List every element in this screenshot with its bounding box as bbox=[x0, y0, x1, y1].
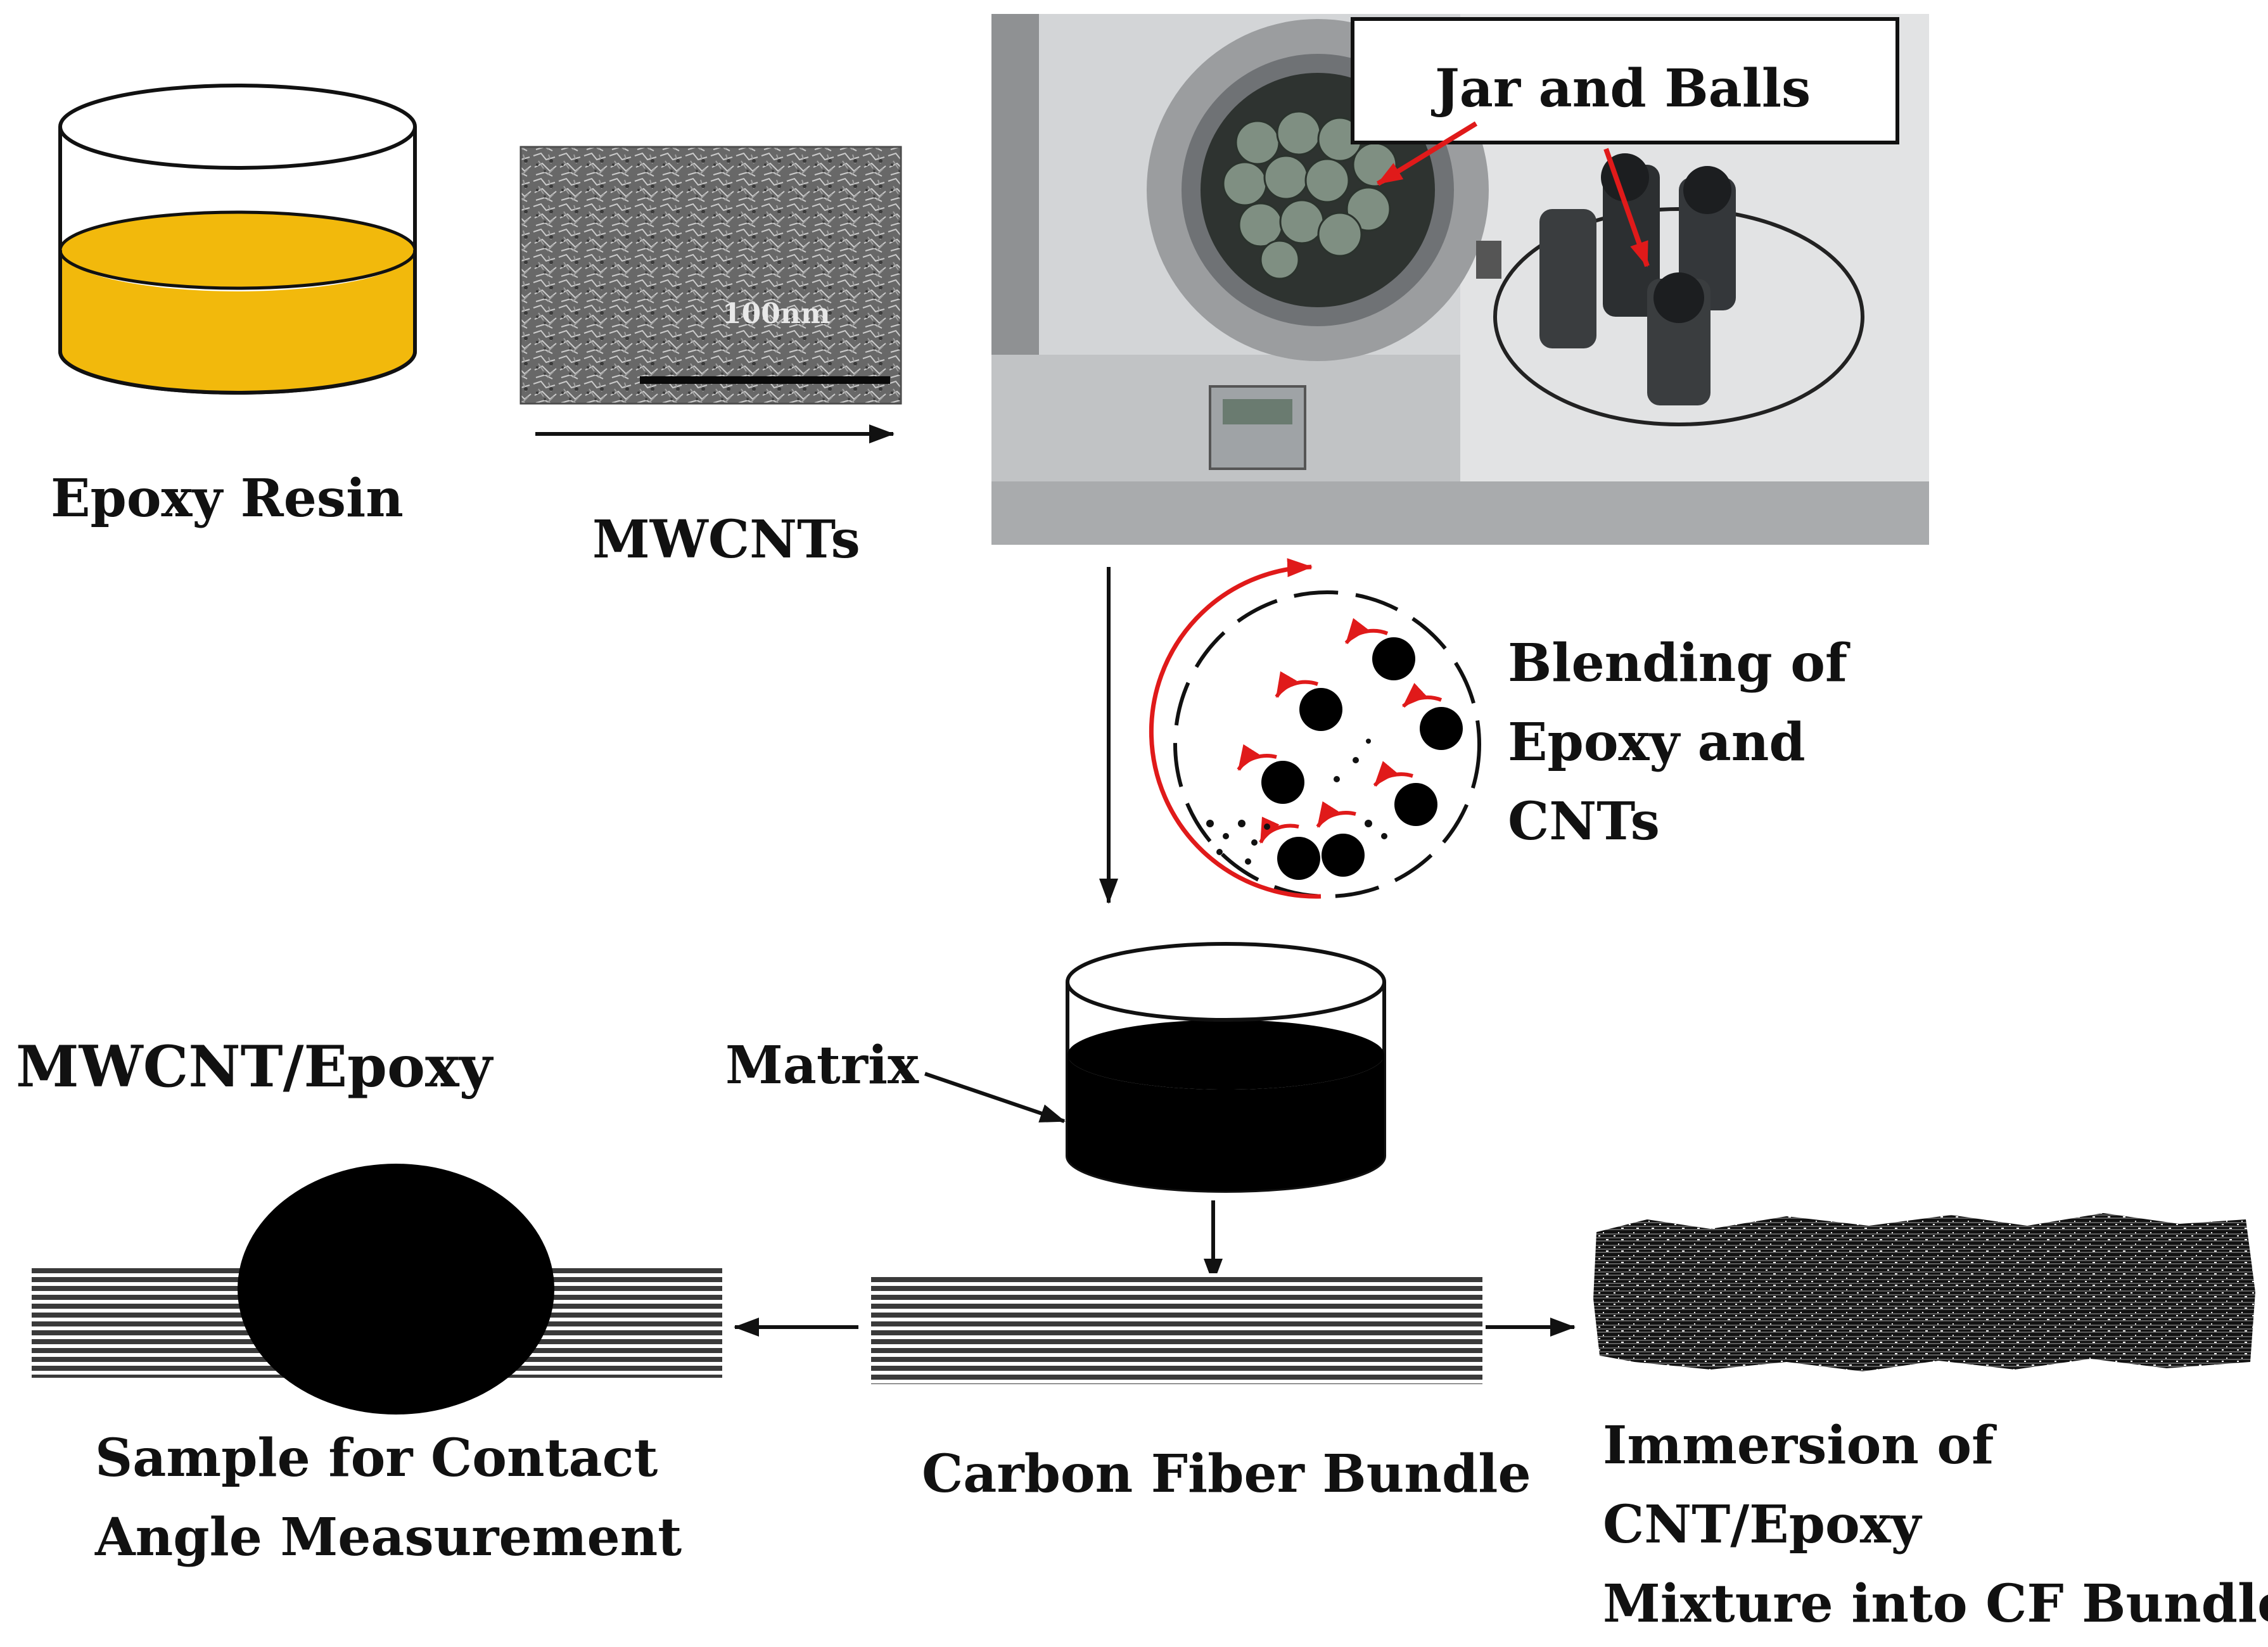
sample-label-line1: Sample for Contact bbox=[95, 1428, 658, 1489]
epoxy-beaker-icon bbox=[58, 84, 417, 395]
mwcnts-label: MWCNTs bbox=[592, 509, 860, 570]
sem-scale-text: 100nm bbox=[722, 298, 830, 330]
blending-illustration bbox=[1149, 558, 1481, 899]
matrix-pointer-arrow bbox=[924, 1072, 1066, 1123]
immersion-label-line3: Mixture into CF Bundle bbox=[1603, 1574, 2268, 1634]
immersion-label-line2: CNT/Epoxy bbox=[1603, 1494, 1923, 1555]
immersed-fiber-bundle bbox=[1593, 1213, 2255, 1371]
carbon-fiber-bundle bbox=[871, 1273, 1482, 1384]
balls-pointer-arrow bbox=[1603, 148, 1650, 267]
mwcnt-epoxy-label: MWCNT/Epoxy bbox=[16, 1033, 494, 1100]
cnt-particles bbox=[1206, 739, 1387, 865]
blending-label-line1: Blending of bbox=[1508, 633, 1851, 694]
epoxy-droplet bbox=[238, 1164, 554, 1415]
jar-and-balls-label: Jar and Balls bbox=[1431, 58, 1811, 119]
mwcnt-sem-image: 100nm bbox=[519, 146, 902, 405]
blending-label-line3: CNTs bbox=[1508, 791, 1660, 852]
epoxy-resin-label: Epoxy Resin bbox=[51, 468, 404, 529]
jar-and-balls-callout bbox=[1351, 17, 1899, 144]
jar-pointer-arrow bbox=[1376, 121, 1478, 186]
matrix-label: Matrix bbox=[725, 1035, 919, 1096]
immersion-label-line1: Immersion of bbox=[1603, 1415, 1997, 1476]
blending-label-line2: Epoxy and bbox=[1508, 712, 1806, 773]
sample-label-line2: Angle Measurement bbox=[94, 1507, 682, 1568]
blending-balls bbox=[1261, 637, 1463, 880]
carbon-fiber-bundle-label: Carbon Fiber Bundle bbox=[922, 1444, 1531, 1504]
blending-swirl-arrows bbox=[1237, 618, 1443, 844]
matrix-beaker-icon bbox=[1066, 942, 1386, 1193]
